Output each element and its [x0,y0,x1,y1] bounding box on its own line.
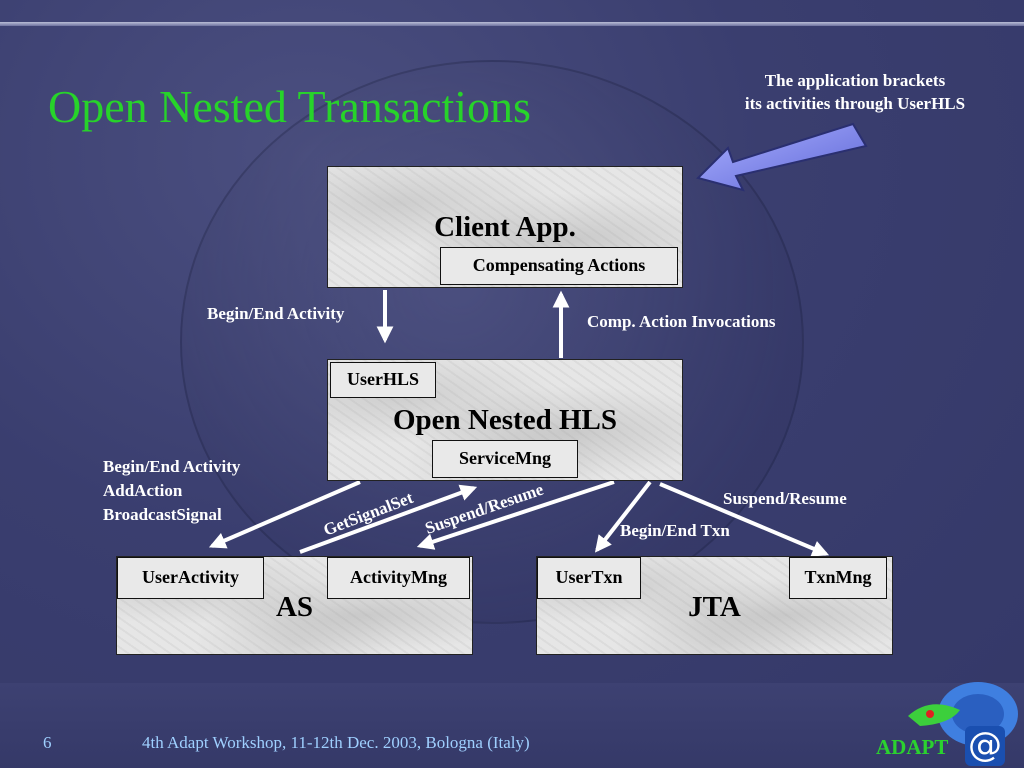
as-title: AS [275,591,314,623]
label-comp-action-invocations: Comp. Action Invocations [587,312,776,331]
as-box: UserActivity ActivityMng AS [116,556,473,655]
label-hls-to-as-line-1: Begin/End Activity [103,457,241,476]
txnmng-box: TxnMng [789,557,887,599]
arrow-hls-to-activitymng [416,480,615,550]
slide-title: Open Nested Transactions [48,81,531,132]
compensating-actions-box: Compensating Actions [440,247,678,285]
client-app-box: Client App. Compensating Actions [327,166,683,288]
arrow-as-to-servicemng [299,484,478,554]
activitymng-box: ActivityMng [327,557,470,599]
jta-box: UserTxn TxnMng JTA [536,556,893,655]
servicemng-box: ServiceMng [432,440,578,478]
jta-title: JTA [688,591,741,623]
callout-note: The application brackets its activities … [700,69,1010,115]
label-hls-to-as-line-3: BroadcastSignal [103,505,222,524]
footer-text: 4th Adapt Workshop, 11-12th Dec. 2003, B… [142,733,530,752]
arrow-hls-to-usertxn [594,480,652,553]
page-number: 6 [43,733,52,752]
callout-note-line-2: its activities through UserHLS [744,94,966,113]
label-begin-end-activity-top: Begin/End Activity [207,304,345,323]
label-suspend-resume-jta: Suspend/Resume [723,489,847,508]
globe-watermark [180,60,804,624]
top-rule [0,22,1024,26]
open-nested-hls-title: Open Nested HLS [393,404,617,436]
usertxn-box: UserTxn [537,557,641,599]
callout-note-line-1: The application brackets [764,71,946,90]
open-nested-hls-box: UserHLS Open Nested HLS ServiceMng [327,359,683,481]
logo-at-icon: @ [965,726,1005,766]
label-begin-end-txn: Begin/End Txn [620,521,730,540]
userhls-box: UserHLS [330,362,436,398]
useractivity-box: UserActivity [117,557,264,599]
arrow-hls-to-txnmng [659,482,830,557]
footer-band [0,683,1024,768]
label-hls-to-as-line-2: AddAction [103,481,183,500]
client-app-title: Client App. [434,211,576,243]
arrow-hls-to-useractivity [208,480,361,549]
callout-arrow [696,122,868,192]
logo-text: ADAPT [876,735,949,759]
